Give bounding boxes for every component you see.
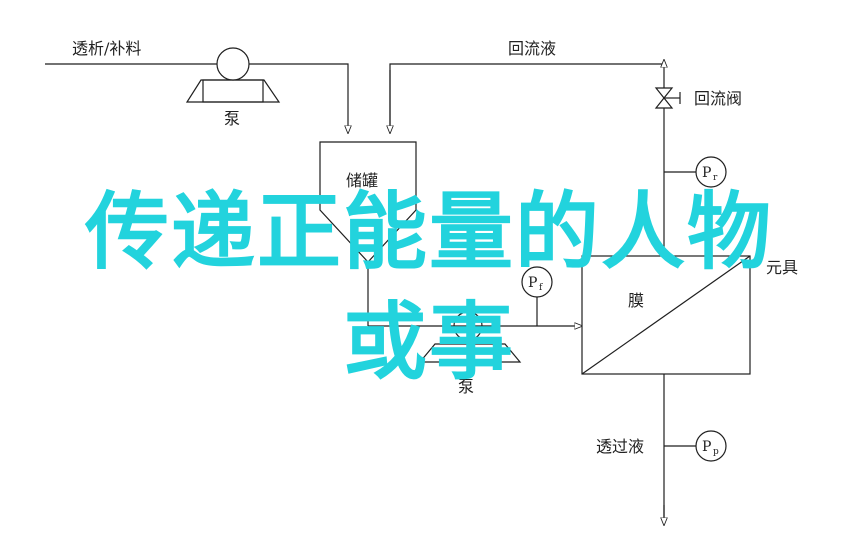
gauge-pf-main: P (528, 275, 537, 291)
reflux-label: 回流液 (508, 39, 556, 58)
membrane-label: 膜 (628, 291, 644, 310)
feed-label: 透析/补料 (72, 39, 141, 58)
gauge-pp-main: P (702, 439, 711, 455)
storage-tank (319, 141, 417, 263)
gauge-pr-main: P (702, 165, 711, 181)
gauge-pr-sub: r (713, 173, 718, 183)
feed-line (45, 63, 348, 133)
permeate-label: 透过液 (596, 437, 644, 456)
gauge-pf-sub: f (539, 283, 543, 293)
reflux-valve (654, 87, 681, 109)
pressure-gauge-pp (695, 430, 727, 462)
pressure-gauge-pr (695, 156, 727, 188)
tank-label: 储罐 (346, 171, 378, 190)
pump-2-label: 泵 (458, 377, 474, 396)
reflux-valve-label: 回流阀 (694, 89, 742, 108)
overlay-title-line-2: 或事 (342, 293, 515, 391)
pump-1 (185, 47, 281, 103)
pump-1-label: 泵 (224, 109, 240, 128)
membrane-unit-label: 元具 (766, 258, 798, 277)
pressure-gauge-pf (521, 266, 553, 298)
gauge-pp-sub: p (713, 447, 719, 457)
overlay-title-line-1: 传递正能量的人物 (84, 183, 773, 281)
